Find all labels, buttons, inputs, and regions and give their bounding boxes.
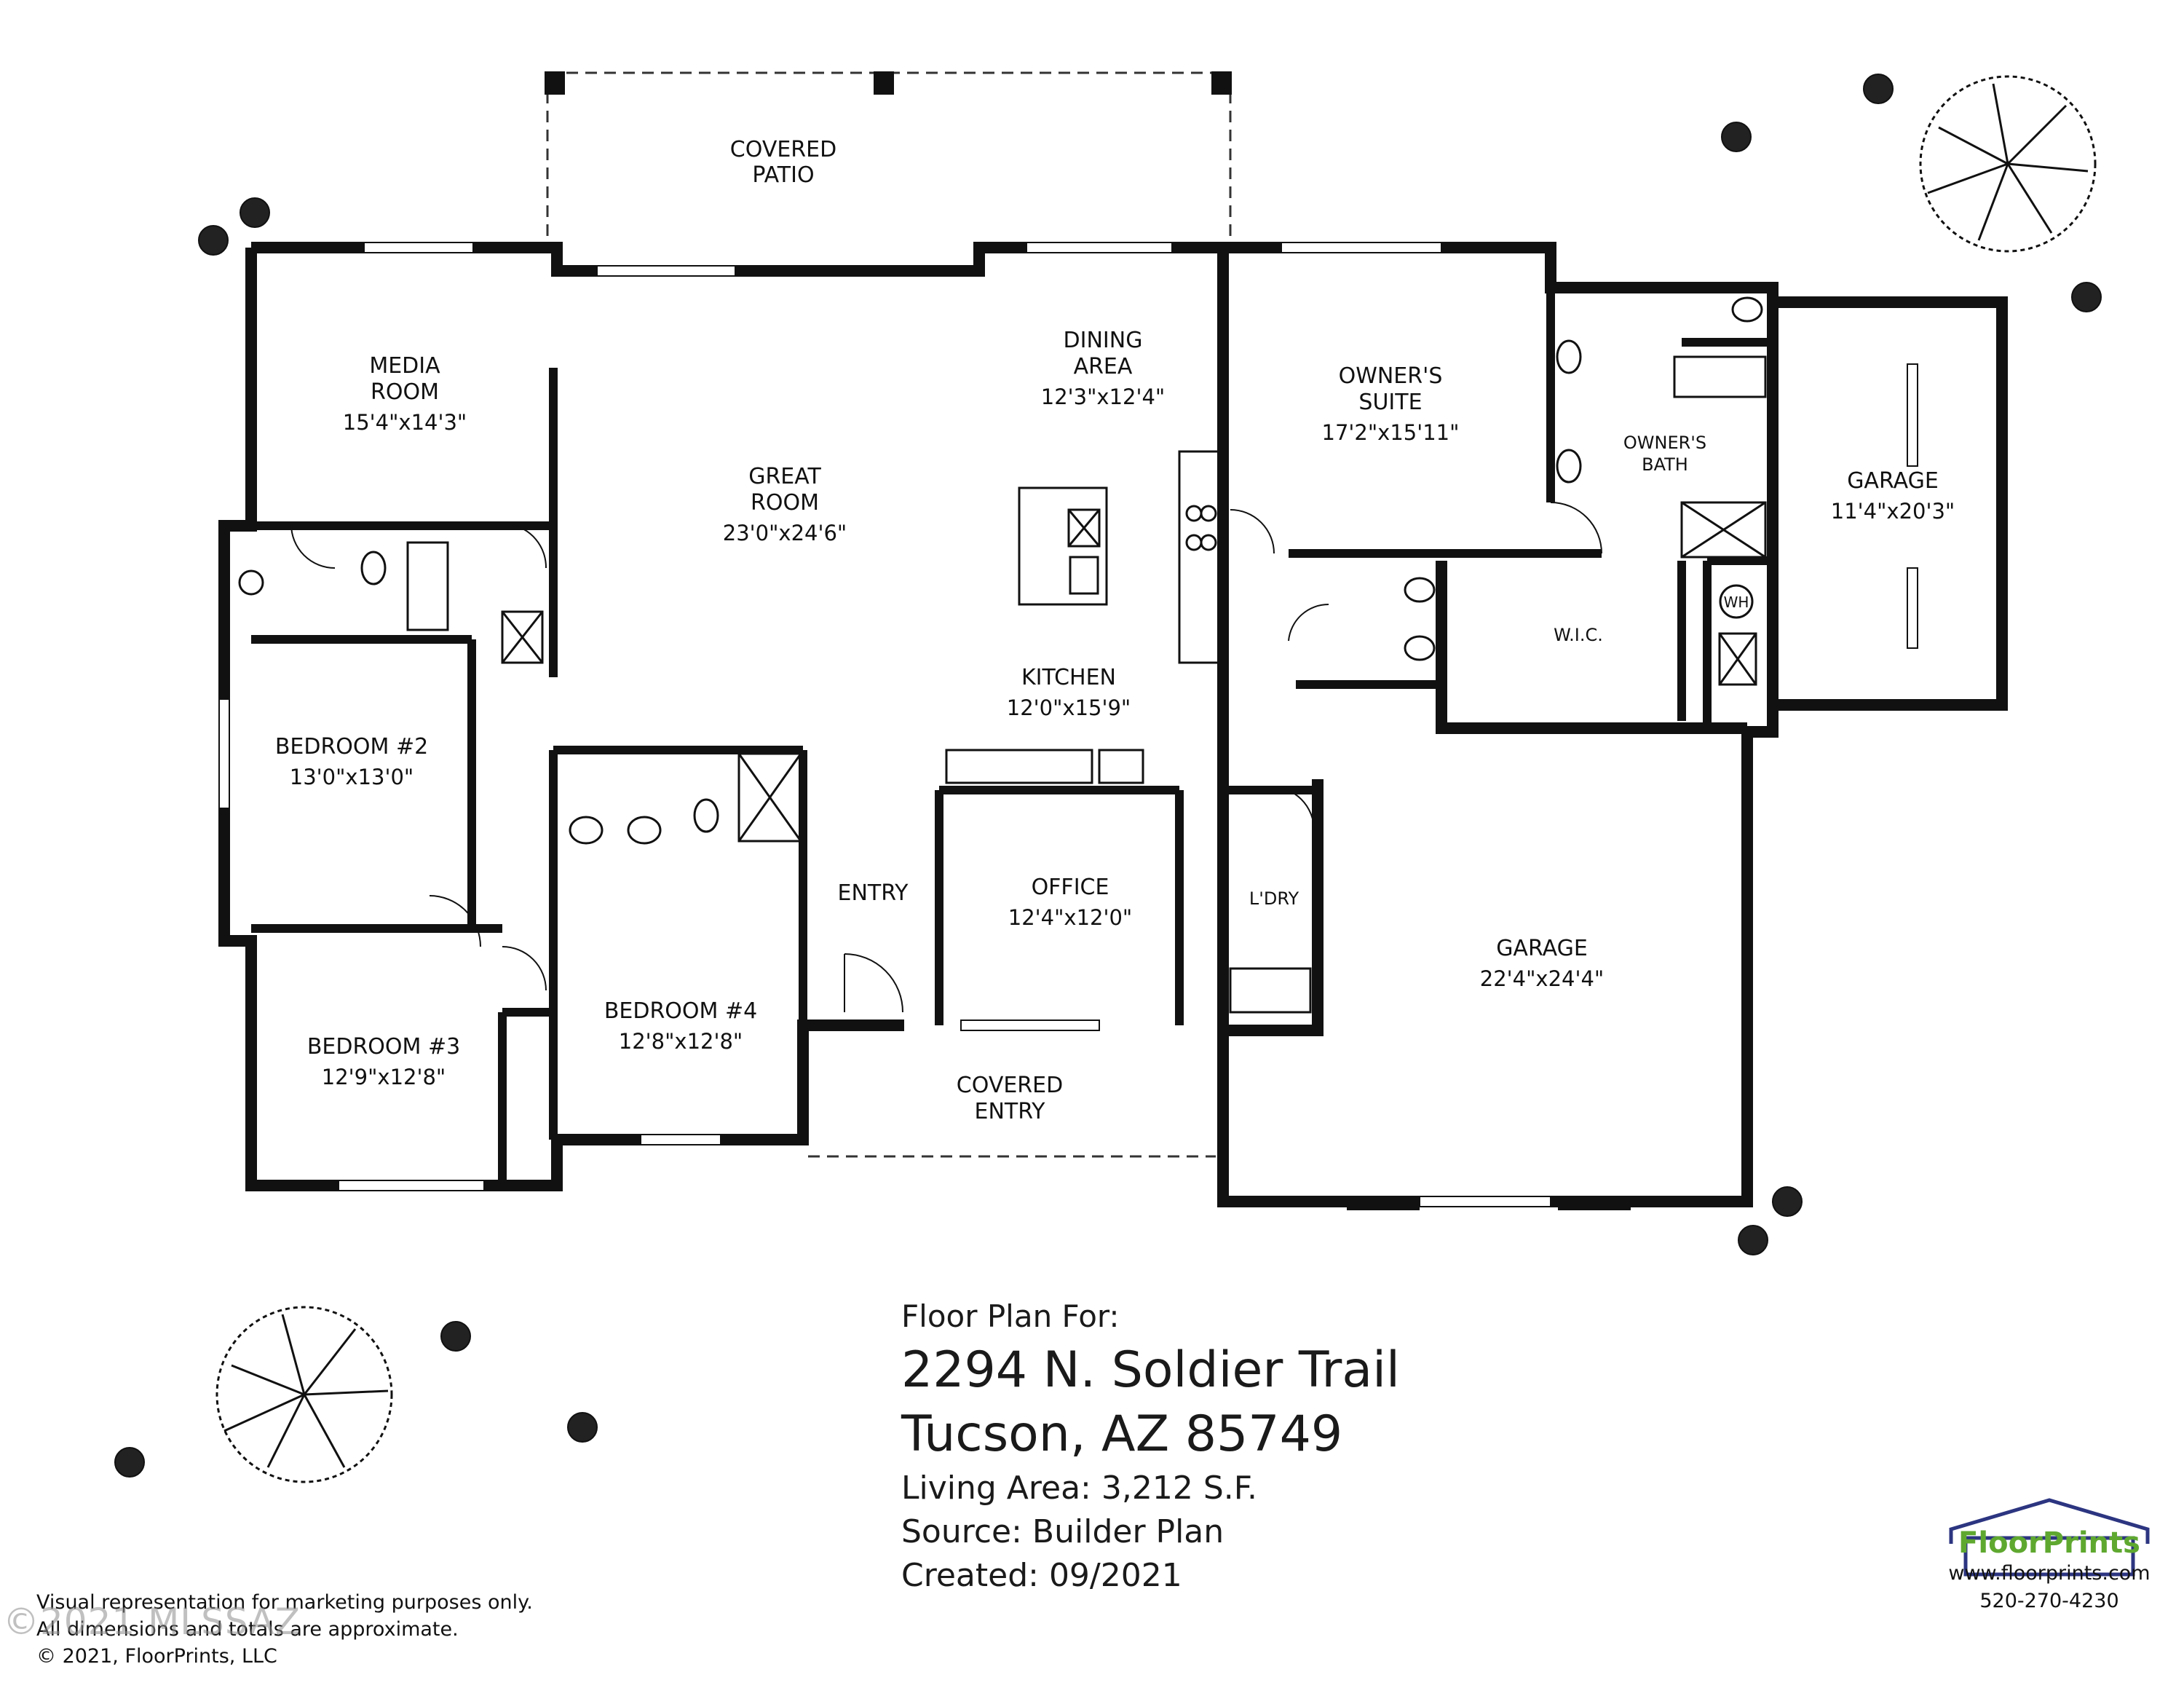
media-room-label-2: ROOM xyxy=(371,379,439,405)
shrub xyxy=(1738,1225,1768,1255)
great-room-dims: 23'0"x24'6" xyxy=(723,521,847,545)
disclaimer-line-2: All dimensions and totals are approximat… xyxy=(36,1618,459,1641)
bedroom4-dims: 12'8"x12'8" xyxy=(619,1029,743,1054)
great-room-label-2: ROOM xyxy=(751,490,819,516)
garage-wall-blocks xyxy=(1347,1196,1631,1210)
address-line-1: 2294 N. Soldier Trail xyxy=(901,1341,1400,1399)
bedroom2-dims: 13'0"x13'0" xyxy=(290,765,414,789)
windows xyxy=(218,242,1918,1207)
covered-patio-label: COVERED xyxy=(730,137,836,162)
shrub xyxy=(440,1321,471,1352)
brand-block: FloorPrints www.floorprints.com 520-270-… xyxy=(1929,1526,2169,1615)
owners-bath-label: OWNER'S xyxy=(1623,433,1706,453)
shrub xyxy=(240,197,270,228)
kitchen-counter xyxy=(945,450,1221,784)
shrub xyxy=(567,1412,598,1443)
laundry-label: L'DRY xyxy=(1249,888,1299,909)
garage-side-opening xyxy=(1743,797,1752,1092)
brand-phone: 520-270-4230 xyxy=(1979,1590,2119,1612)
office-label: OFFICE xyxy=(1032,875,1109,900)
shrub xyxy=(1721,122,1752,152)
entry-label: ENTRY xyxy=(838,880,909,906)
covered-patio-label-2: PATIO xyxy=(752,162,814,188)
media-room-dims: 15'4"x14'3" xyxy=(343,410,467,435)
owners-suite-label: OWNER'S xyxy=(1339,363,1443,389)
floor-plan-for-label: Floor Plan For: xyxy=(901,1298,1120,1334)
floorprints-logo-icon xyxy=(1949,1498,2150,1577)
owners-suite-label-2: SUITE xyxy=(1358,390,1422,415)
shrub xyxy=(198,225,229,256)
dining-area-dims: 12'3"x12'4" xyxy=(1041,384,1166,409)
interior-walls xyxy=(251,288,1773,1186)
landscape-shrubs xyxy=(114,74,2102,1478)
bedroom3-dims: 12'9"x12'8" xyxy=(322,1065,446,1089)
doors xyxy=(290,502,1602,1013)
brand-name: FloorPrints xyxy=(1958,1526,2140,1560)
owners-bath-label-2: BATH xyxy=(1642,454,1688,475)
disclaimer-line-1: Visual representation for marketing purp… xyxy=(36,1591,533,1614)
patio-posts xyxy=(545,71,1232,95)
covered-patio-outline xyxy=(546,71,1232,251)
great-room-label: GREAT xyxy=(748,464,821,489)
plan-info: Floor Plan For: 2294 N. Soldier Trail Tu… xyxy=(901,1295,1400,1598)
large-tree-top-right xyxy=(1919,75,2097,253)
garage-small-dims: 11'4"x20'3" xyxy=(1831,499,1955,524)
shrub xyxy=(2071,282,2102,312)
room-labels: COVERED PATIO MEDIA ROOM 15'4"x14'3" GRE… xyxy=(275,137,1955,1124)
patio-sliding-door xyxy=(735,267,917,275)
office-dims: 12'4"x12'0" xyxy=(1008,905,1133,930)
dining-area-label: DINING xyxy=(1064,328,1143,353)
kitchen-label: KITCHEN xyxy=(1021,665,1116,690)
large-tree-bottom-left xyxy=(215,1306,393,1483)
media-room-label: MEDIA xyxy=(369,353,440,379)
covered-entry-label: COVERED xyxy=(957,1073,1063,1098)
landscape-trees xyxy=(215,75,2097,1483)
source: Source: Builder Plan xyxy=(901,1513,1224,1550)
shrub xyxy=(114,1447,145,1478)
owners-suite-dims: 17'2"x15'11" xyxy=(1322,420,1460,445)
created-date: Created: 09/2021 xyxy=(901,1557,1182,1594)
shrub xyxy=(1863,74,1894,104)
address-line-2: Tucson, AZ 85749 xyxy=(901,1405,1343,1463)
bedroom3-label: BEDROOM #3 xyxy=(307,1034,460,1060)
wic-label: W.I.C. xyxy=(1554,625,1603,645)
bathroom-fixtures xyxy=(238,296,1767,1014)
mls-watermark: ©2021 MLSSAZ xyxy=(3,1601,301,1643)
living-area: Living Area: 3,212 S.F. xyxy=(901,1470,1257,1507)
kitchen-dims: 12'0"x15'9" xyxy=(1007,695,1131,720)
water-heater-label: WH xyxy=(1724,593,1749,611)
bedroom4-label: BEDROOM #4 xyxy=(604,998,757,1024)
brand-website: www.floorprints.com xyxy=(1948,1562,2151,1585)
shrub xyxy=(1772,1186,1803,1217)
garage-large-label: GARAGE xyxy=(1496,936,1588,961)
garage-large-dims: 22'4"x24'4" xyxy=(1480,966,1605,991)
garage-small-label: GARAGE xyxy=(1847,468,1939,494)
covered-entry-label-2: ENTRY xyxy=(975,1099,1046,1124)
copyright: © 2021, FloorPrints, LLC xyxy=(36,1645,277,1668)
bedroom2-label: BEDROOM #2 xyxy=(275,734,428,760)
disclaimer: Visual representation for marketing purp… xyxy=(36,1589,533,1670)
dining-area-label-2: AREA xyxy=(1074,354,1133,379)
kitchen-island xyxy=(1018,486,1108,606)
